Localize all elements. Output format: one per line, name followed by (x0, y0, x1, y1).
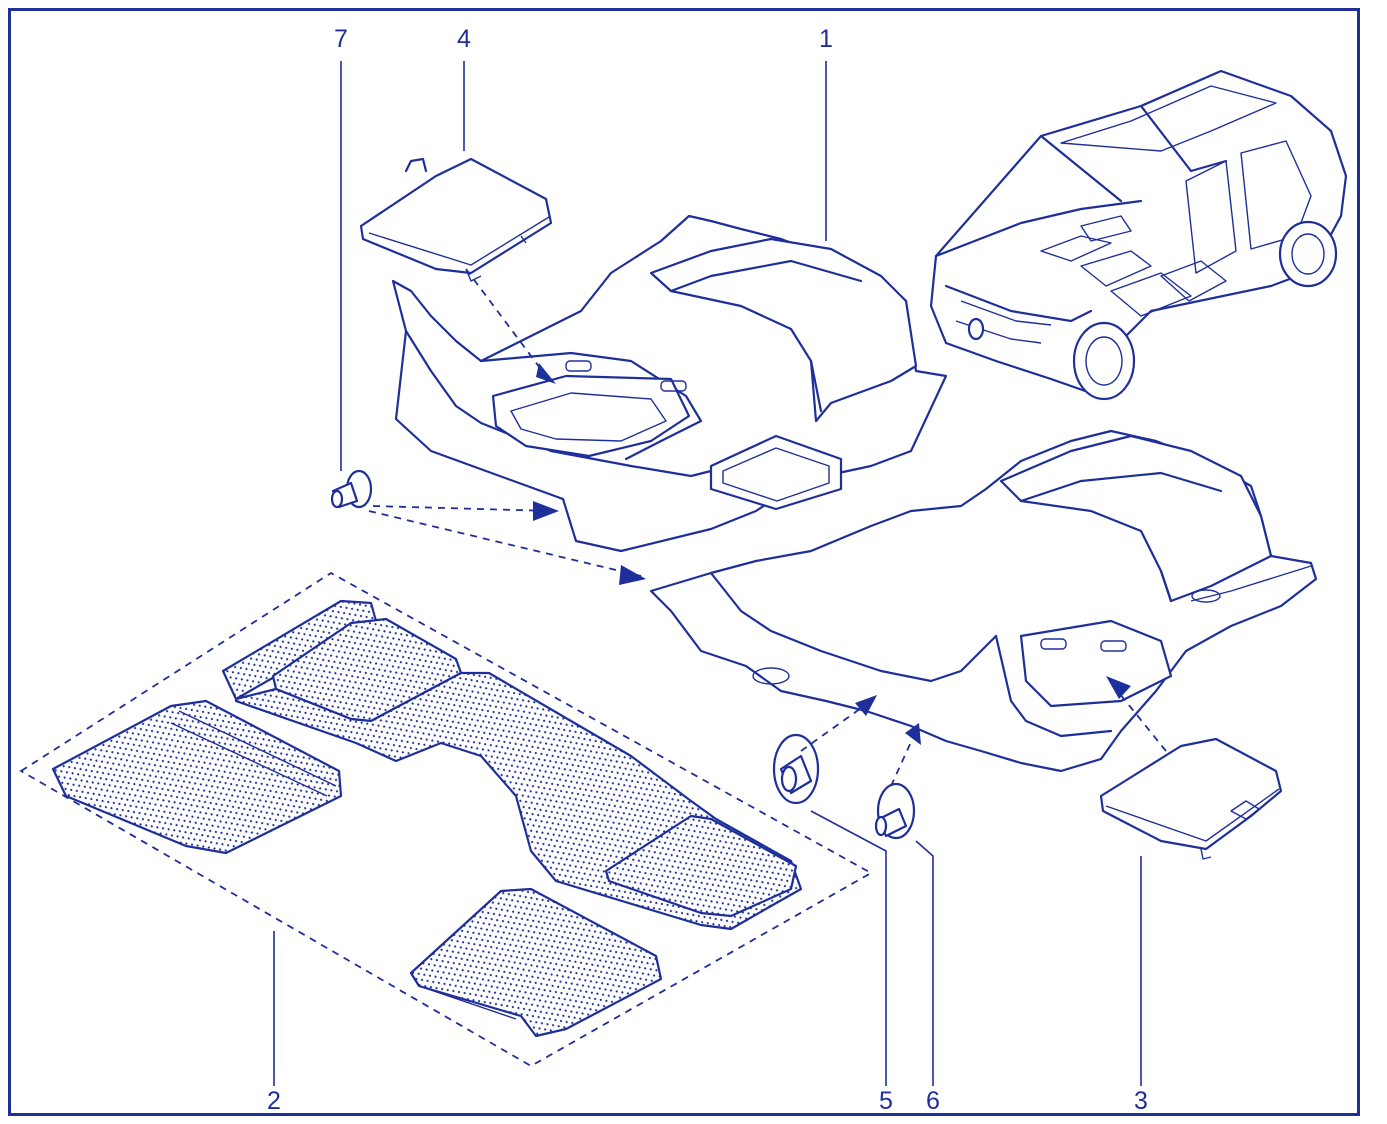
callout-6: 6 (926, 1087, 940, 1115)
rear-storage-cover (1099, 737, 1283, 860)
front-storage-cover (359, 157, 553, 282)
large-clip (772, 733, 820, 805)
floor-carpet (391, 214, 1318, 773)
callout-2: 2 (267, 1087, 281, 1115)
small-clip (874, 782, 916, 840)
callout-3: 3 (1134, 1087, 1148, 1115)
callout-1: 1 (819, 25, 833, 53)
parts-diagram (19, 61, 1348, 1086)
callout-5: 5 (879, 1087, 893, 1115)
fastener-pin (330, 469, 373, 509)
leader-lines (273, 61, 1142, 1086)
vehicle-inset (929, 69, 1348, 401)
callout-4: 4 (457, 25, 471, 53)
floor-mat-set (19, 571, 873, 1068)
callout-7: 7 (334, 25, 348, 53)
diagram-frame: 7 4 1 2 5 6 3 (8, 8, 1360, 1116)
assembly-arrows (368, 268, 1167, 787)
